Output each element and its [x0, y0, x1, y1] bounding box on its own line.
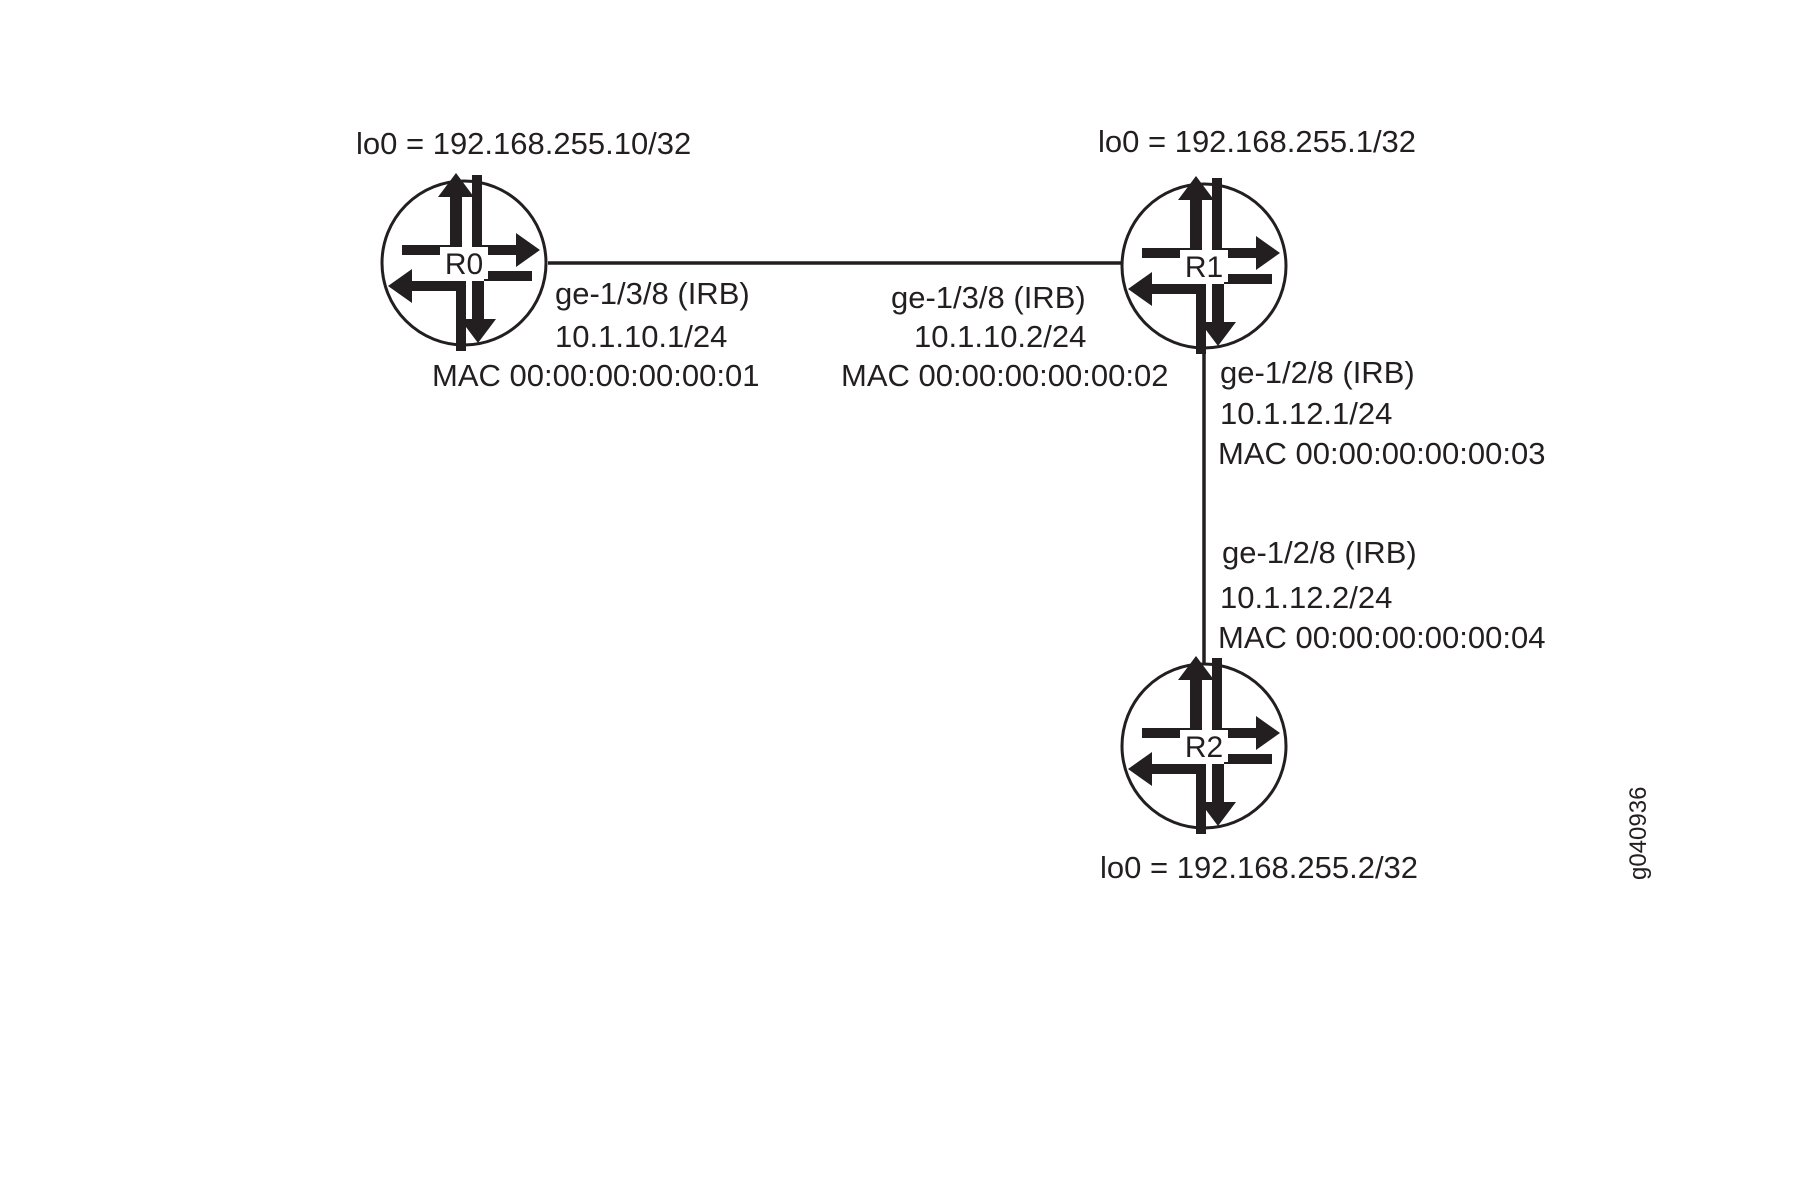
r1-west-mac-label: MAC 00:00:00:00:00:02	[841, 358, 1168, 393]
r0-address-label: 10.1.10.1/24	[555, 319, 727, 354]
r1-south-interface-label: ge-1/2/8 (IRB)	[1220, 355, 1415, 390]
r0-interface-label: ge-1/3/8 (IRB)	[555, 276, 750, 311]
router-r1[interactable]: R1	[1120, 176, 1288, 354]
router-r2[interactable]: R2	[1120, 656, 1288, 834]
router-r2-name: R2	[1185, 731, 1223, 764]
r2-mac-label: MAC 00:00:00:00:00:04	[1218, 620, 1545, 655]
r1-west-interface-label: ge-1/3/8 (IRB)	[891, 280, 1086, 315]
r1-loopback-label: lo0 = 192.168.255.1/32	[1098, 124, 1416, 159]
router-r0-name: R0	[445, 248, 483, 281]
r0-loopback-label: lo0 = 192.168.255.10/32	[356, 126, 691, 161]
router-r0[interactable]: R0	[380, 173, 548, 351]
r0-mac-label: MAC 00:00:00:00:00:01	[432, 358, 759, 393]
router-r1-name: R1	[1185, 251, 1223, 284]
r1-south-mac-label: MAC 00:00:00:00:00:03	[1218, 436, 1545, 471]
r1-south-address-label: 10.1.12.1/24	[1220, 396, 1392, 431]
r2-address-label: 10.1.12.2/24	[1220, 580, 1392, 615]
figure-id: g040936	[1625, 787, 1652, 880]
r2-interface-label: ge-1/2/8 (IRB)	[1222, 535, 1417, 570]
r1-west-address-label: 10.1.10.2/24	[914, 319, 1086, 354]
r2-loopback-label: lo0 = 192.168.255.2/32	[1100, 850, 1418, 885]
